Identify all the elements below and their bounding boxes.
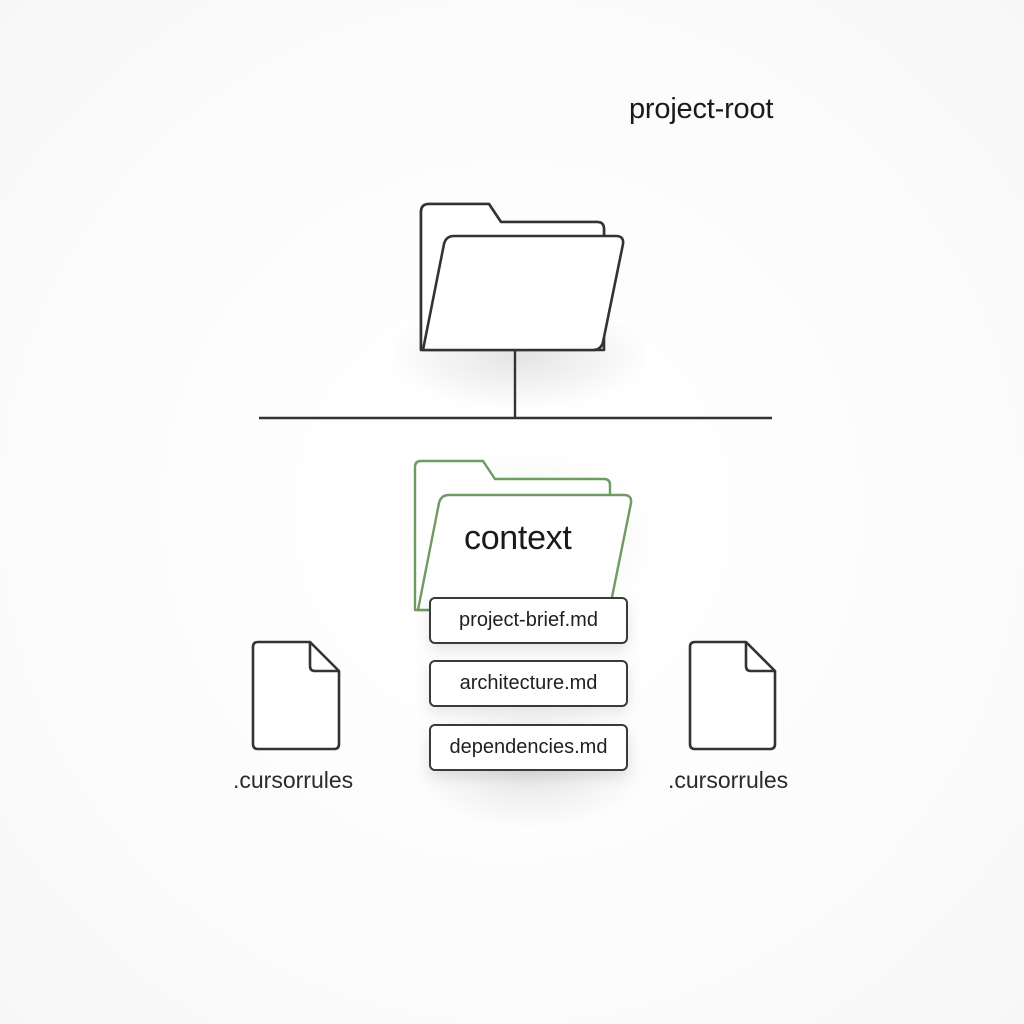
context-folder-label: context bbox=[464, 519, 572, 557]
root-folder-label: project-root bbox=[629, 93, 774, 125]
file-architecture[interactable]: architecture.md bbox=[429, 660, 628, 707]
root-folder-icon[interactable] bbox=[419, 202, 625, 352]
file-dependencies[interactable]: dependencies.md bbox=[429, 724, 628, 771]
cursorrules-label-left: .cursorrules bbox=[233, 767, 354, 793]
context-folder-icon[interactable] bbox=[413, 459, 633, 612]
cursorrules-label-right: .cursorrules bbox=[668, 767, 789, 793]
file-icon-left[interactable] bbox=[251, 640, 341, 751]
file-icon-right[interactable] bbox=[688, 640, 777, 751]
file-project-brief[interactable]: project-brief.md bbox=[429, 597, 628, 644]
